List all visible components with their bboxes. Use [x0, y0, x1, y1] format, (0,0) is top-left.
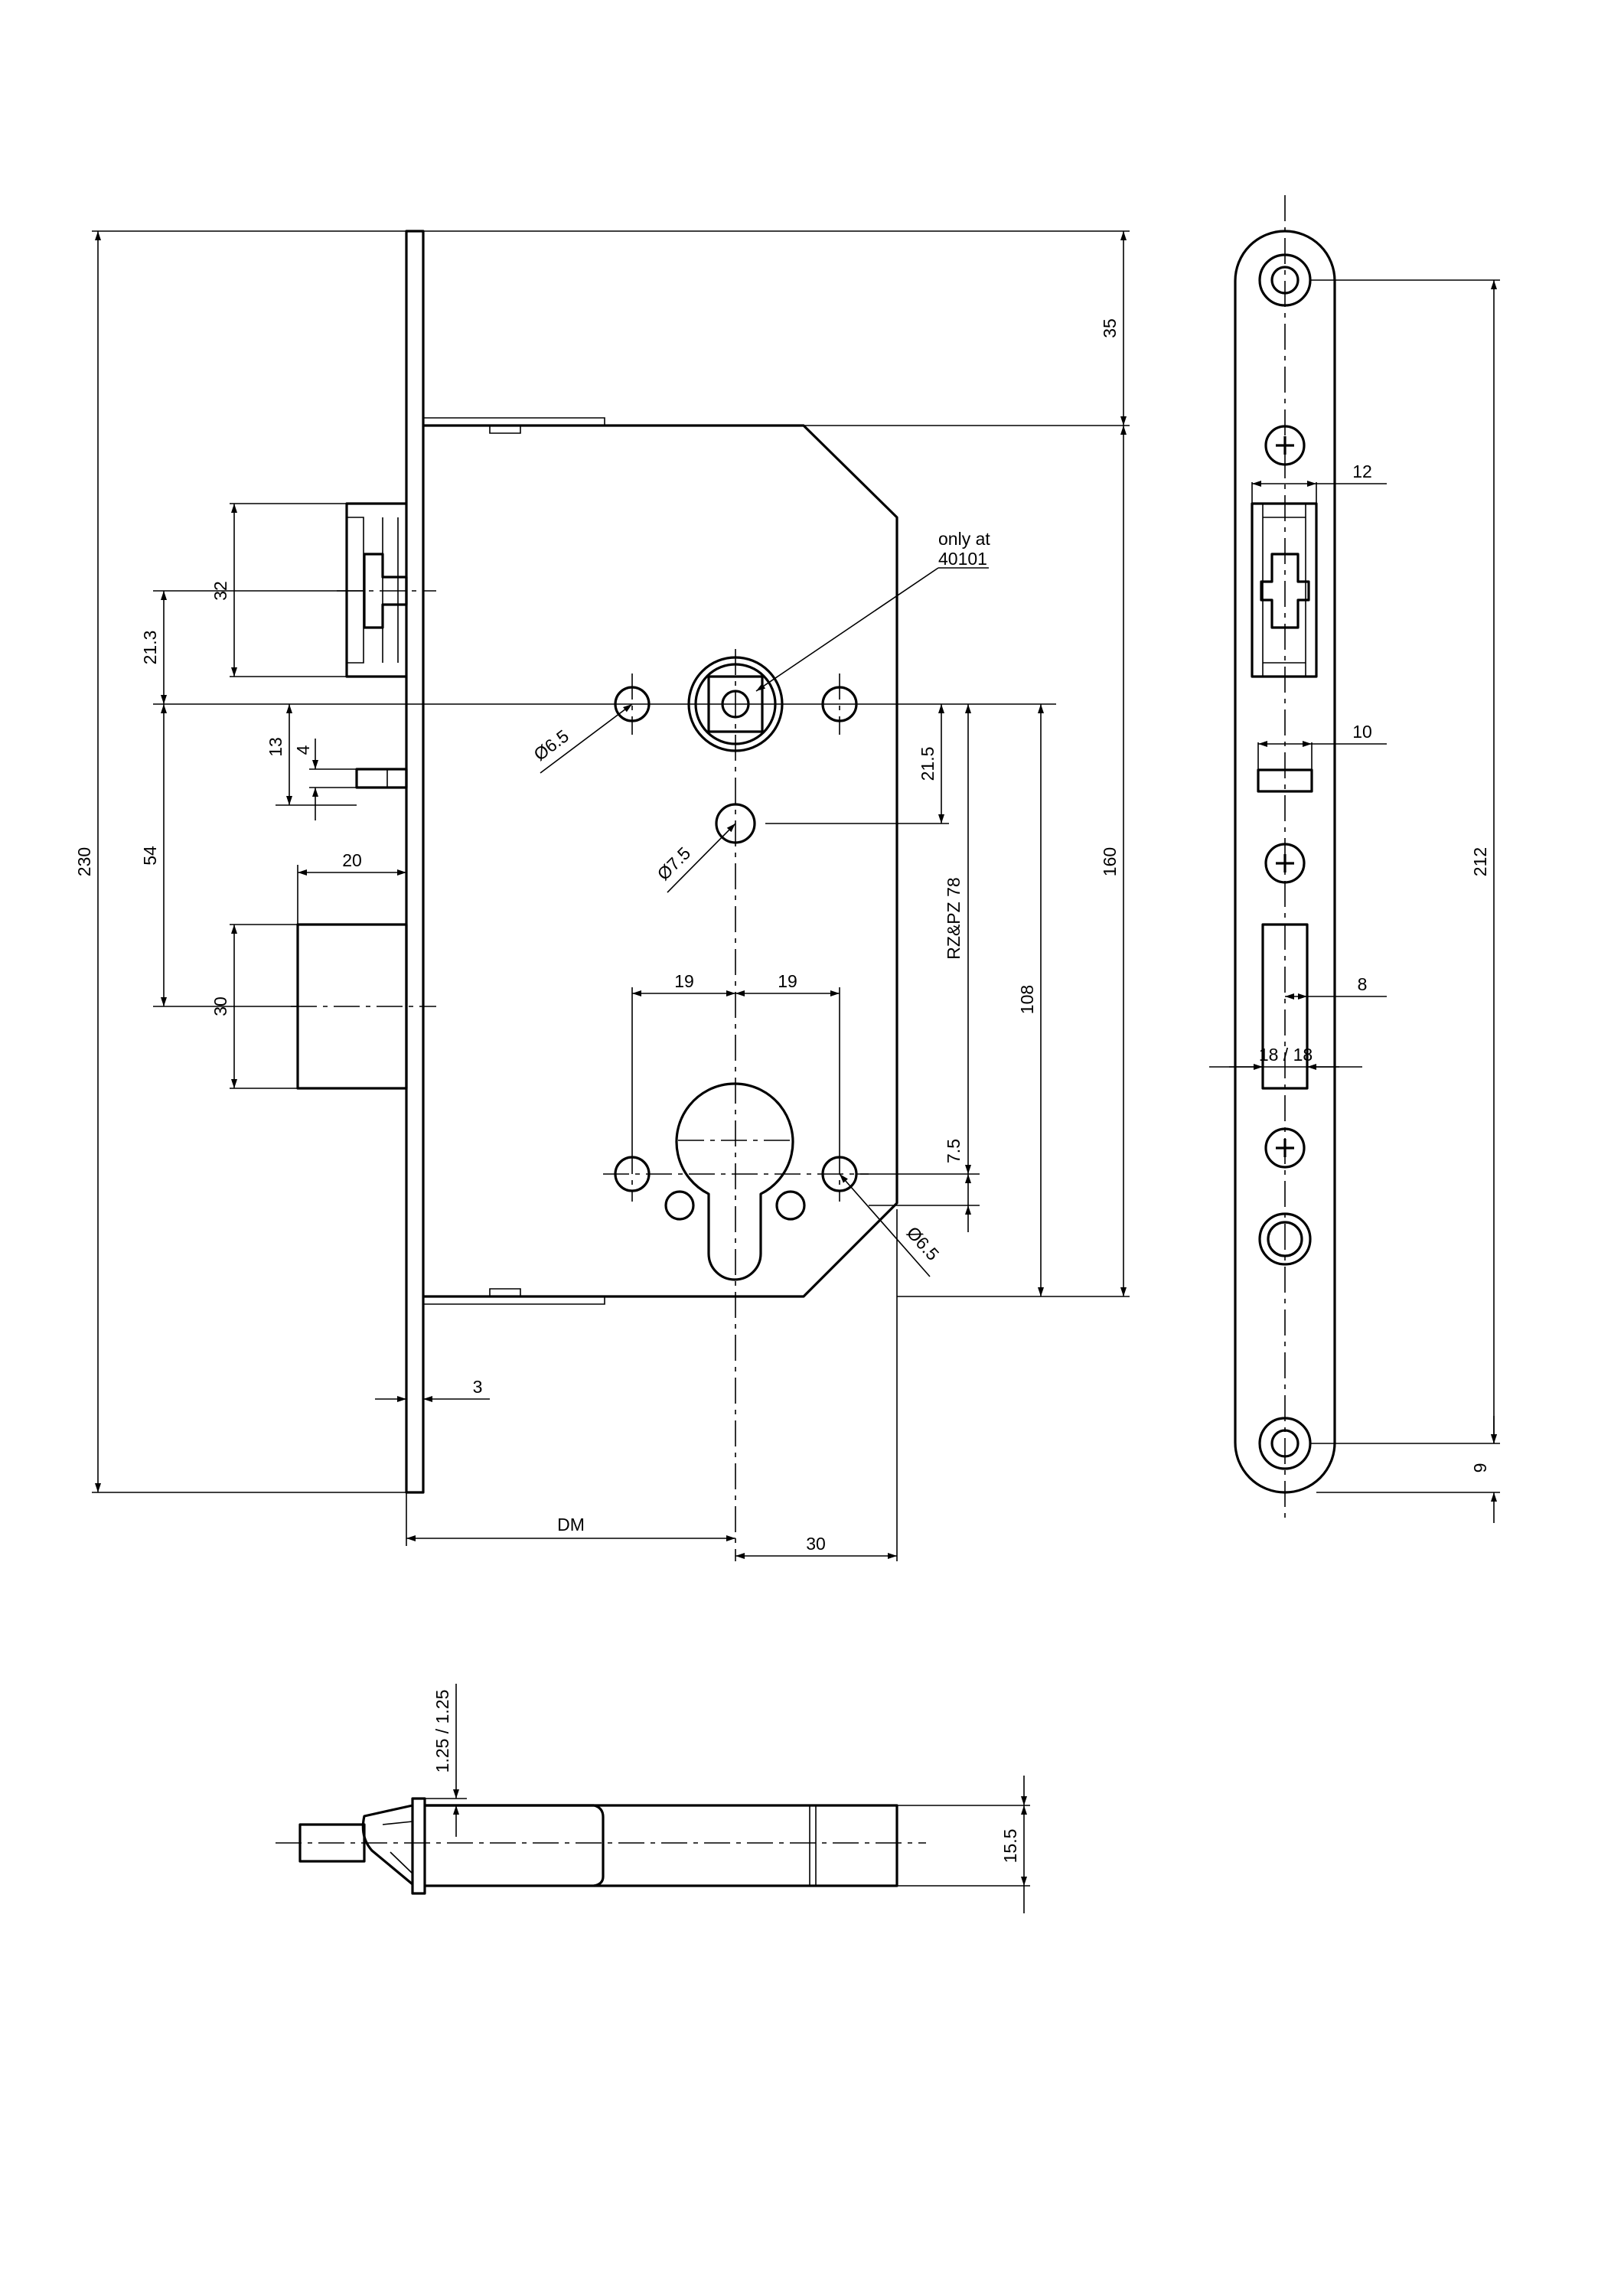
case-rivet-bottom — [422, 1288, 605, 1305]
faceplate — [405, 230, 425, 1494]
front-dead-bolt — [1261, 923, 1309, 1090]
screw-middle — [1264, 843, 1306, 884]
dim-total-height: 230 — [74, 847, 94, 876]
dim-bolt-height: 30 — [210, 996, 230, 1016]
screw-top — [1264, 425, 1306, 466]
front-dim-latch-width: 12 — [1352, 461, 1372, 481]
side-view — [291, 230, 898, 1561]
note-line-2: 40101 — [938, 549, 987, 569]
top-case — [425, 1804, 898, 1887]
top-dim-tolerance: 1.25 / 1.25 — [432, 1690, 452, 1773]
front-dim-end-offset: 9 — [1470, 1463, 1490, 1473]
case-rivet-top — [423, 417, 605, 434]
front-dim-screw-distance: 212 — [1470, 847, 1490, 876]
dim-cylinder-distance: RZ&PZ 78 — [944, 877, 964, 959]
dim-hole-bottom: Ø6.5 — [903, 1222, 944, 1264]
dim-case-depth: 30 — [806, 1534, 826, 1554]
dim-aux-width: 4 — [293, 745, 313, 755]
dim-bolt-throw: 20 — [342, 850, 362, 870]
lock-case — [423, 424, 898, 1298]
dim-cylinder-hole-offset: 7.5 — [944, 1139, 964, 1163]
dim-cyl-hole-right: 19 — [778, 971, 797, 991]
dim-case-height: 160 — [1100, 847, 1120, 876]
front-latch — [1251, 502, 1318, 678]
top-view: 1.25 / 1.25 15.5 — [276, 1684, 1030, 1913]
front-dim-bolt-width: 8 — [1358, 974, 1368, 994]
dimension-lines — [92, 230, 1130, 1561]
dim-aux-offset: 13 — [266, 737, 285, 757]
dim-hole-mid: Ø7.5 — [654, 843, 695, 885]
front-aux-latch — [1257, 768, 1313, 793]
dim-cyl-hole-left: 19 — [674, 971, 694, 991]
dim-latch-offset: 21.3 — [140, 631, 160, 665]
latch-bolt — [337, 502, 436, 678]
front-dim-bolt-range: 18 / 18 — [1259, 1045, 1313, 1065]
front-view: 12 10 8 18 / 18 212 9 — [1209, 195, 1500, 1523]
auxiliary-latch — [355, 768, 408, 789]
dim-fixing-distance: 108 — [1017, 985, 1037, 1014]
front-dim-aux-width: 10 — [1352, 722, 1372, 742]
dim-faceplate-thickness: 3 — [473, 1377, 483, 1397]
dim-hole-top: Ø6.5 — [530, 726, 572, 765]
top-dim-width: 15.5 — [1000, 1829, 1020, 1864]
dim-spindle-offset: 21.5 — [918, 747, 938, 781]
dim-deadbolt-offset: 54 — [140, 846, 160, 866]
dim-backset: DM — [557, 1515, 585, 1534]
dim-latch-height: 32 — [210, 581, 230, 601]
cylinder-opening — [675, 1082, 794, 1281]
top-latch — [361, 1804, 414, 1886]
top-faceplate — [411, 1797, 426, 1895]
screw-bottom — [1264, 1127, 1306, 1169]
note-line-1: only at — [938, 529, 990, 549]
dim-top-offset: 35 — [1100, 318, 1120, 338]
